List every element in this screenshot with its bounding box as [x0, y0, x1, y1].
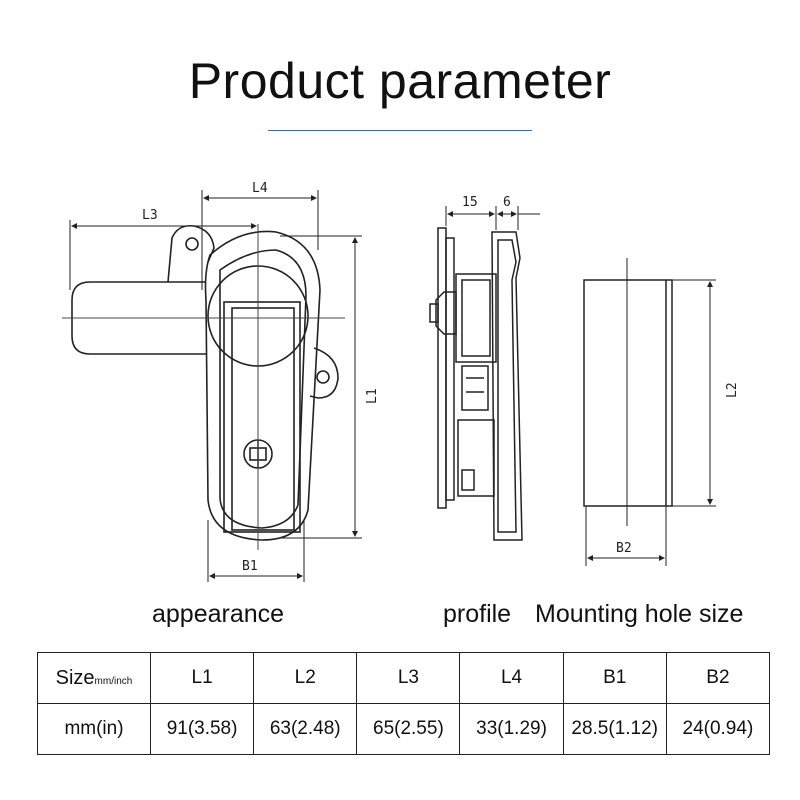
profile-view [429, 227, 523, 541]
value-l2: 63(2.48) [253, 703, 358, 755]
dim-label-b2: B2 [616, 541, 632, 556]
header-b2: B2 [665, 652, 771, 704]
dim-label-l3: L3 [142, 208, 158, 223]
technical-drawing: L4 L3 L1 B1 15 6 [62, 181, 740, 582]
dim-label-l4: L4 [252, 181, 268, 196]
value-b2: 24(0.94) [665, 703, 771, 755]
header-l4: L4 [459, 652, 564, 704]
value-l4: 33(1.29) [459, 703, 564, 755]
caption-appearance: appearance [152, 600, 285, 628]
header-l3: L3 [356, 652, 461, 704]
size-label: Size [55, 666, 95, 689]
value-l1: 91(3.58) [149, 703, 255, 755]
table-header-row: Sizemm/inch L1 L2 L3 L4 B1 B2 [37, 652, 771, 704]
dim-label-6: 6 [503, 195, 511, 210]
side-ear [309, 347, 339, 399]
parameter-table: Sizemm/inch L1 L2 L3 L4 B1 B2 mm(in) 91(… [37, 652, 771, 755]
row-label: mm(in) [37, 703, 151, 755]
top-ear [167, 224, 215, 283]
main-body [204, 230, 321, 541]
mounting-hole-view [583, 279, 673, 507]
dim-label-l2: L2 [725, 382, 740, 398]
header-l2: L2 [253, 652, 358, 704]
dim-label-15: 15 [462, 195, 478, 210]
page-title: Product parameter [188, 53, 612, 109]
size-unit: mm/inch [94, 675, 133, 687]
caption-mounting-hole: Mounting hole size [535, 600, 744, 628]
caption-profile: profile [443, 600, 512, 628]
dim-label-l1: L1 [365, 388, 380, 404]
size-header-cell: Sizemm/inch [37, 652, 151, 704]
title-underline [268, 130, 532, 131]
value-l3: 65(2.55) [356, 703, 461, 755]
appearance-view [71, 224, 339, 541]
value-b1: 28.5(1.12) [562, 703, 667, 755]
header-b1: B1 [562, 652, 667, 704]
table-row: mm(in) 91(3.58) 63(2.48) 65(2.55) 33(1.2… [37, 703, 771, 755]
header-l1: L1 [149, 652, 255, 704]
dim-label-b1: B1 [242, 559, 258, 574]
